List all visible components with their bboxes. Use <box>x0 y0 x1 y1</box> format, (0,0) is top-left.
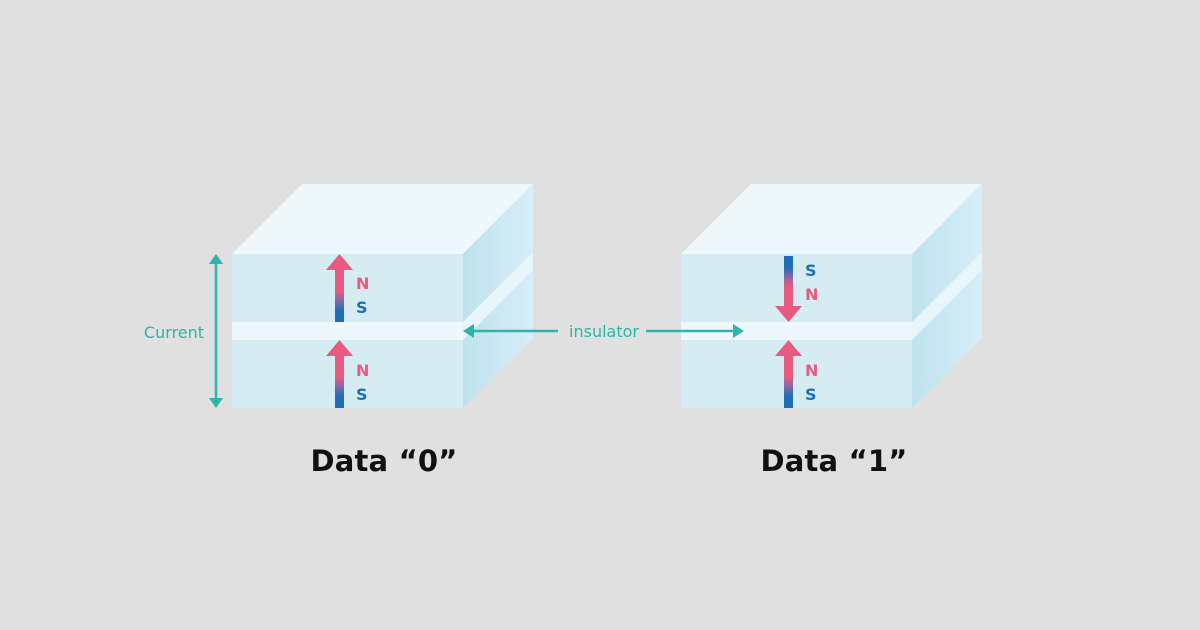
insulator-label: insulator <box>569 322 639 341</box>
magnet-arrow-up <box>775 340 802 408</box>
pole-label-south: S <box>356 385 368 404</box>
pole-label-north: N <box>356 361 369 380</box>
data-0-caption: Data “0” <box>310 444 458 478</box>
current-double-arrow <box>209 254 223 408</box>
pole-label-north: N <box>356 274 369 293</box>
insulator-pointer-right <box>646 324 744 338</box>
insulator-side-strip <box>912 252 982 340</box>
insulator-side-strip <box>463 252 533 340</box>
magnet-arrow-up <box>326 340 353 408</box>
magnet-arrow-up <box>326 254 353 322</box>
pole-label-south: S <box>805 261 817 280</box>
insulator-layer-front <box>232 322 463 340</box>
cell-top-face <box>681 184 982 254</box>
pole-label-south: S <box>805 385 817 404</box>
insulator-pointer-left <box>463 324 558 338</box>
cell-data-0: N S N S <box>232 184 533 408</box>
pole-label-south: S <box>356 298 368 317</box>
data-1-caption: Data “1” <box>760 444 908 478</box>
pole-label-north: N <box>805 285 818 304</box>
pole-label-north: N <box>805 361 818 380</box>
cell-data-1: S N N S <box>681 184 982 408</box>
magnet-arrow-down <box>775 256 802 322</box>
insulator-layer-front <box>681 322 912 340</box>
cell-top-face <box>232 184 533 254</box>
current-label: Current <box>144 323 204 342</box>
